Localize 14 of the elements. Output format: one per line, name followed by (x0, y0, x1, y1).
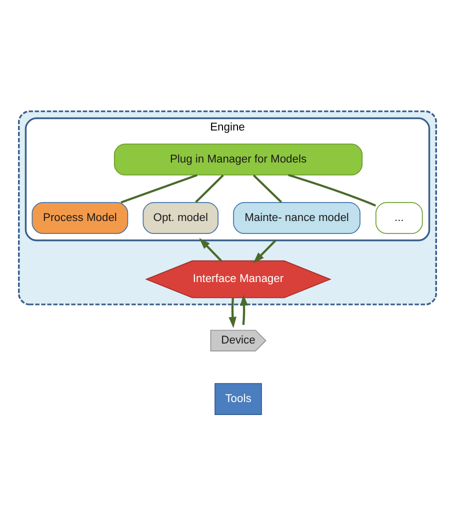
node-box: Plug in Manager for Models (114, 144, 363, 176)
node-box: Process Model (32, 202, 128, 234)
connector (252, 174, 282, 203)
connector (120, 174, 198, 204)
node-box: Opt. model (142, 202, 218, 234)
arrow (199, 238, 222, 262)
arrow (240, 294, 248, 325)
node-box: Tools (214, 383, 262, 415)
connector (288, 174, 376, 207)
arrow (253, 240, 276, 264)
node-box: Mainte- nance model (233, 202, 360, 234)
node-box: ... (375, 202, 423, 234)
arrow (228, 298, 236, 328)
connector (195, 174, 224, 203)
